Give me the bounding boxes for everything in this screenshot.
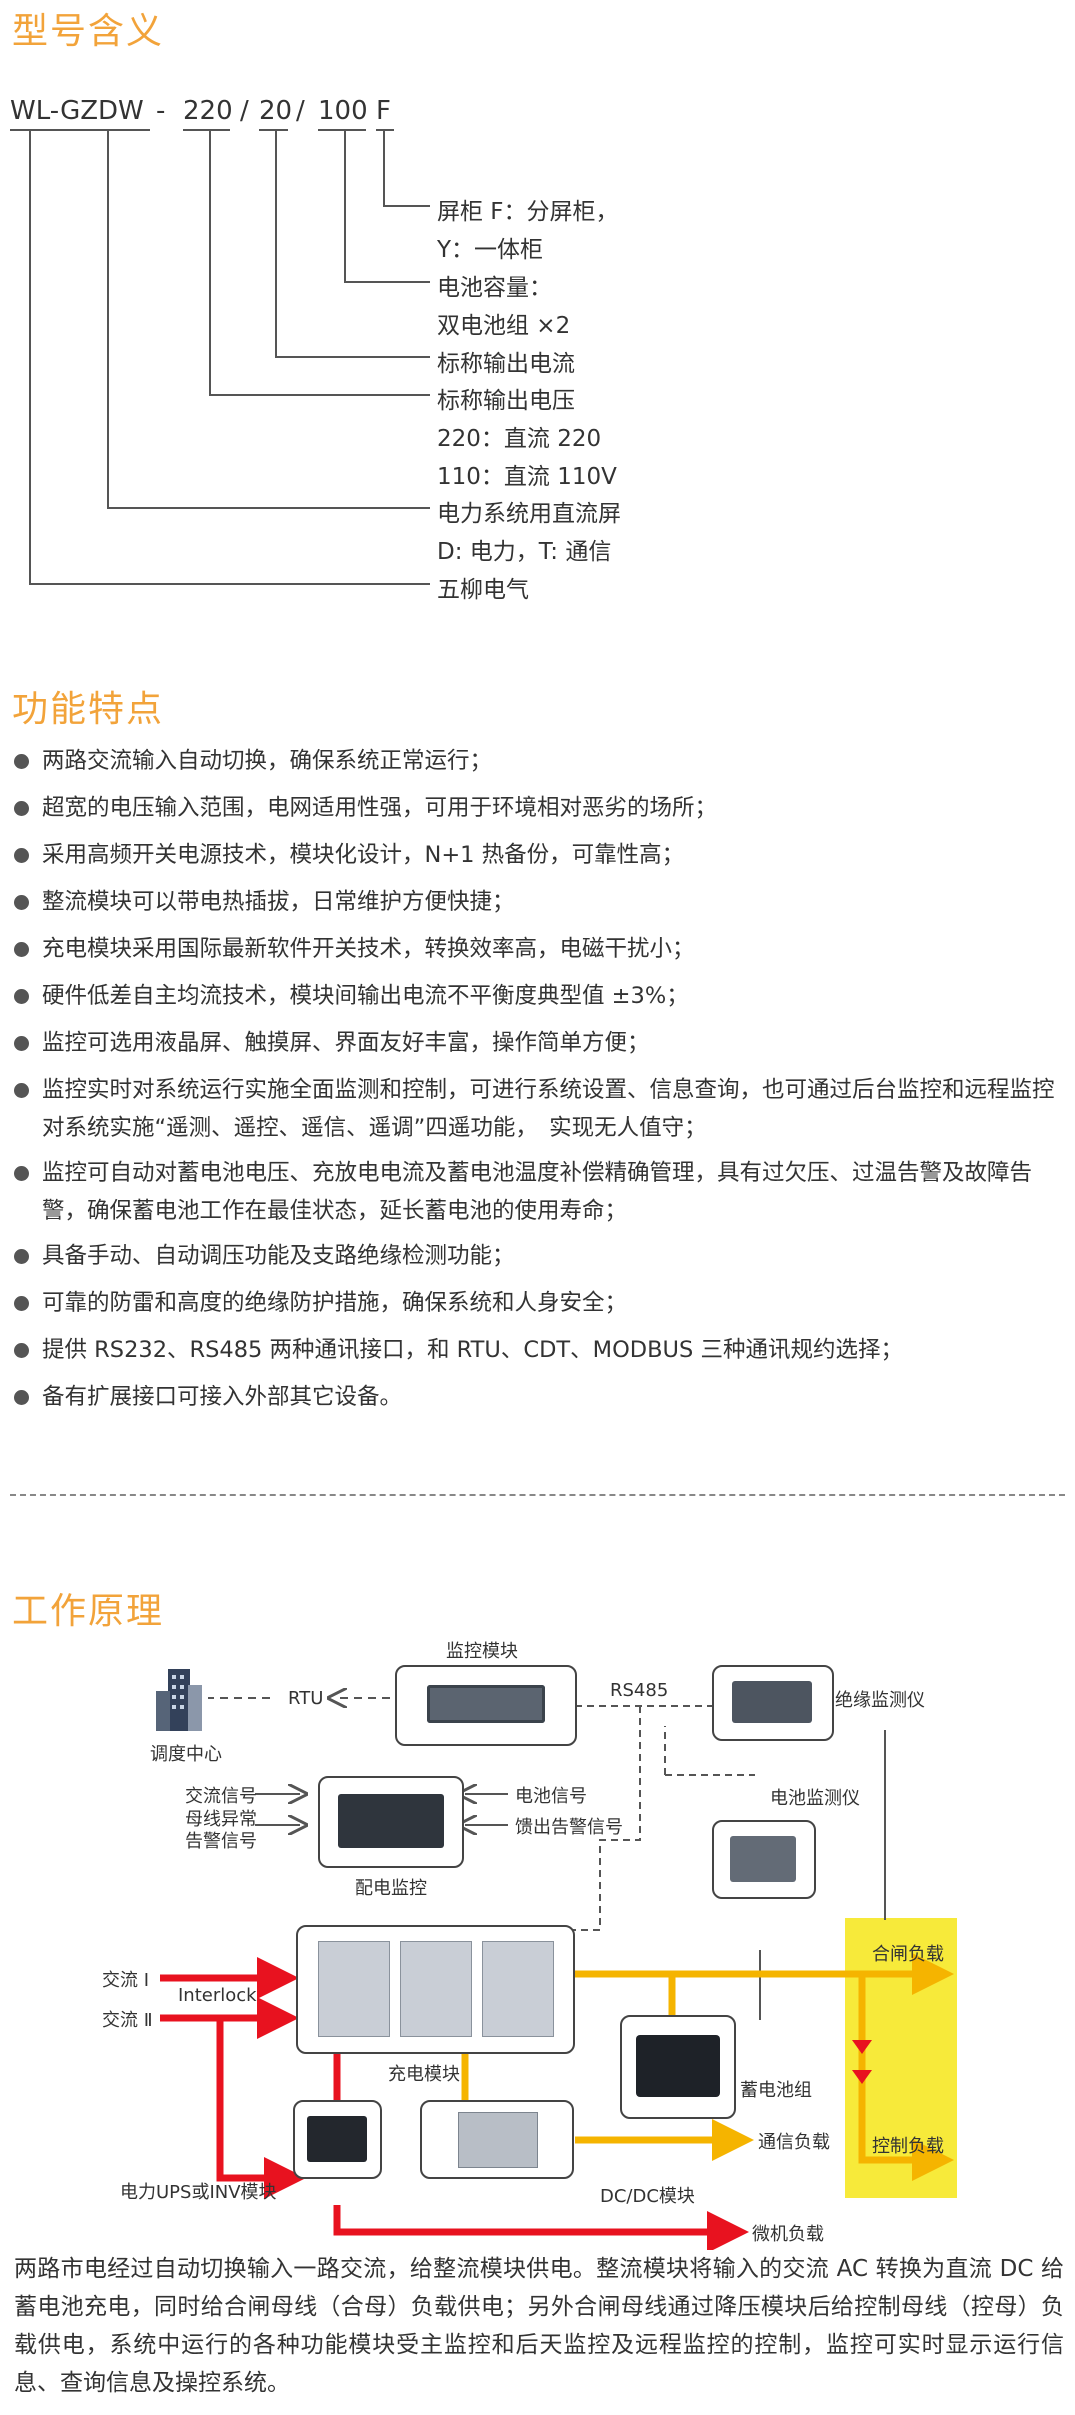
- feature-item: 监控实时对系统运行实施全面监测和控制，可进行系统设置、信息查询，也可通过后台监控…: [14, 1071, 1064, 1147]
- rack-unit-icon: [427, 1685, 545, 1723]
- insulation-monitor-box: [712, 1665, 834, 1741]
- bullet-icon: [14, 848, 29, 863]
- desc-type-1: 电力系统用直流屏: [437, 501, 621, 527]
- desc-voltage-3: 110：直流 110V: [437, 464, 617, 490]
- feature-item: 监控可自动对蓄电池电压、充放电电流及蓄电池温度补偿精确管理，具有过欠压、过温告警…: [14, 1154, 1064, 1230]
- battery-icon: [636, 2035, 720, 2097]
- bullet-icon: [14, 895, 29, 910]
- label-rs485: RS485: [610, 1680, 669, 1701]
- label-control-load: 控制负载: [872, 2136, 944, 2157]
- label-comm-load: 通信负载: [758, 2132, 830, 2153]
- ups-icon: [307, 2116, 367, 2162]
- bullet-icon: [14, 1036, 29, 1051]
- feature-item: 可靠的防雷和高度的绝缘防护措施，确保系统和人身安全；: [14, 1284, 1064, 1322]
- desc-cabinet-2: Y：一体柜: [437, 237, 544, 263]
- bullet-icon: [14, 942, 29, 957]
- label-battery-monitor: 电池监测仪: [770, 1788, 860, 1809]
- desc-type-2: D: 电力，T: 通信: [437, 539, 612, 565]
- bullet-icon: [14, 1166, 29, 1181]
- label-feeder-alarm: 馈出告警信号: [515, 1817, 623, 1838]
- feature-item: 两路交流输入自动切换，确保系统正常运行；: [14, 742, 1064, 780]
- code-capacity: 100: [318, 96, 368, 126]
- label-insulation-monitor: 绝缘监测仪: [835, 1690, 925, 1711]
- feature-item: 充电模块采用国际最新软件开关技术，转换效率高，电磁干扰小；: [14, 930, 1064, 968]
- label-interlock: Interlock: [178, 1985, 257, 2006]
- battery-group-box: [620, 2015, 736, 2119]
- section-title-principle: 工作原理: [12, 1591, 165, 1632]
- code-slash-1: /: [240, 96, 249, 126]
- section-divider: [10, 1494, 1065, 1496]
- label-ac1: 交流 Ⅰ: [102, 1970, 150, 1991]
- bullet-icon: [14, 989, 29, 1004]
- feature-item: 提供 RS232、RS485 两种通讯接口，和 RTU、CDT、MODBUS 三…: [14, 1331, 1064, 1369]
- model-bracket-lines: [10, 129, 430, 585]
- desc-current: 标称输出电流: [437, 351, 575, 377]
- wiring-diagram-lines: [160, 1630, 957, 2250]
- label-closing-load: 合闸负载: [872, 1944, 944, 1965]
- bullet-icon: [14, 1249, 29, 1264]
- principle-paragraph: 两路市电经过自动切换输入一路交流，给整流模块供电。整流模块将输入的交流 AC 转…: [14, 2256, 1064, 2396]
- feature-item: 采用高频开关电源技术，模块化设计，N+1 热备份，可靠性高；: [14, 836, 1064, 874]
- bullet-icon: [14, 754, 29, 769]
- distribution-monitor-box: [318, 1776, 464, 1868]
- feature-item: 整流模块可以带电热插拔，日常维护方便快捷；: [14, 883, 1064, 921]
- label-bus-abnormal-2: 告警信号: [185, 1831, 257, 1852]
- monitor-module-box: [395, 1665, 577, 1746]
- device-icon: [732, 1681, 812, 1723]
- charge-module-box: [296, 1925, 575, 2054]
- bullet-icon: [14, 1343, 29, 1358]
- code-current: 20: [259, 96, 293, 126]
- desc-voltage-2: 220：直流 220: [437, 426, 602, 452]
- desc-capacity-2: 双电池组 ×2: [437, 313, 571, 339]
- desc-cabinet-1: 屏柜 F：分屏柜，: [437, 199, 619, 225]
- feature-item: 具备手动、自动调压功能及支路绝缘检测功能；: [14, 1237, 1064, 1275]
- code-series: WL-GZDW: [10, 96, 144, 126]
- ups-box: [293, 2100, 382, 2179]
- label-micro-load: 微机负载: [752, 2224, 824, 2245]
- label-monitor-module: 监控模块: [446, 1641, 518, 1662]
- section-title-features: 功能特点: [12, 689, 165, 730]
- desc-voltage-1: 标称输出电压: [437, 388, 575, 414]
- converter-icon: [458, 2112, 538, 2168]
- rectifier-icon: [482, 1941, 554, 2037]
- bullet-icon: [14, 801, 29, 816]
- label-ac-signal: 交流信号: [185, 1786, 257, 1807]
- battery-monitor-box: [712, 1820, 816, 1899]
- bullet-icon: [14, 1296, 29, 1311]
- label-battery-group: 蓄电池组: [740, 2080, 812, 2101]
- panel-icon: [338, 1794, 444, 1848]
- label-rtu: RTU: [288, 1688, 324, 1709]
- label-dcdc: DC/DC模块: [600, 2186, 695, 2207]
- bullet-icon: [14, 1083, 29, 1098]
- code-voltage: 220: [183, 96, 233, 126]
- dcdc-box: [420, 2100, 574, 2179]
- label-bus-abnormal-1: 母线异常: [185, 1809, 257, 1830]
- label-battery-signal: 电池信号: [515, 1786, 587, 1807]
- feature-item: 监控可选用液晶屏、触摸屏、界面友好丰富，操作简单方便；: [14, 1024, 1064, 1062]
- feature-item: 备有扩展接口可接入外部其它设备。: [14, 1378, 1064, 1416]
- rectifier-icon: [400, 1941, 472, 2037]
- label-dist-monitor: 配电监控: [355, 1878, 427, 1899]
- feature-item: 硬件低差自主均流技术，模块间输出电流不平衡度典型值 ±3%；: [14, 977, 1064, 1015]
- bullet-icon: [14, 1390, 29, 1405]
- code-dash: -: [156, 96, 166, 126]
- label-dispatch-center: 调度中心: [150, 1744, 222, 1765]
- section-title-model: 型号含义: [12, 11, 165, 52]
- code-cabinet: F: [376, 96, 391, 126]
- desc-brand: 五柳电气: [437, 577, 529, 603]
- building-icon: [156, 1669, 202, 1731]
- label-charge-module: 充电模块: [388, 2064, 460, 2085]
- feature-item: 超宽的电压输入范围，电网适用性强，可用于环境相对恶劣的场所；: [14, 789, 1064, 827]
- label-ups: 电力UPS或INV模块: [120, 2182, 277, 2203]
- device-icon: [730, 1836, 796, 1882]
- rectifier-icon: [318, 1941, 390, 2037]
- label-ac2: 交流 Ⅱ: [102, 2010, 153, 2031]
- code-slash-2: /: [296, 96, 305, 126]
- desc-capacity-1: 电池容量：: [437, 275, 552, 301]
